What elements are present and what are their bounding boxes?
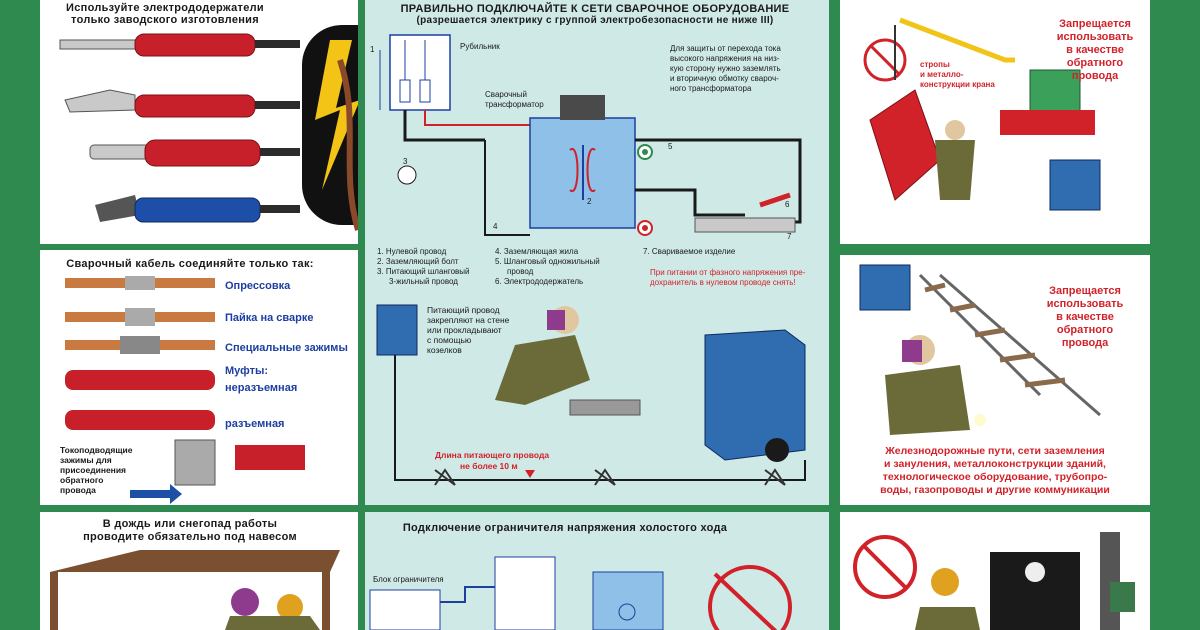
legend-8: 6. Электрододержатель: [495, 277, 584, 286]
rain-shelter-illustration: [50, 550, 340, 630]
rails-bottom-2: и зануления, металлоконструкции зданий,: [884, 458, 1106, 470]
note-4: и вторичную обмотку свароч-: [670, 74, 779, 83]
num-2: 2: [587, 197, 592, 206]
crane-label-1: стропы: [920, 60, 950, 69]
rails-bottom-1: Железнодорожные пути, сети заземления: [885, 445, 1105, 457]
note-3: кую сторону нужно заземлять: [670, 64, 781, 73]
num-7: 7: [787, 232, 792, 241]
cable-item-2: Пайка на сварке: [225, 312, 314, 324]
rails-warning-2: использовать: [1046, 298, 1124, 310]
rain-title-1: В дождь или снегопад работы: [102, 518, 278, 530]
wiring-title-1: ПРАВИЛЬНО ПОДКЛЮЧАЙТЕ К СЕТИ СВАРОЧНОЕ О…: [400, 3, 790, 15]
clamps-4: обратного: [60, 475, 104, 485]
limiter-title: Подключение ограничителя напряжения холо…: [402, 522, 728, 534]
wiring-diagram: [376, 34, 806, 486]
num-6: 6: [785, 200, 790, 209]
electrode-holders-illustration: [59, 25, 358, 231]
legend-5: 4. Заземляющая жила: [495, 247, 579, 256]
panel-electric-shock: [840, 512, 1150, 630]
cable-item-3: Специальные зажимы: [225, 342, 348, 354]
length-note-1: Длина питающего провода: [435, 450, 550, 460]
supply-note-5: козелков: [427, 345, 462, 355]
num-5: 5: [668, 142, 673, 151]
supply-note-4: с помощью: [427, 335, 472, 345]
supply-note-3: или прокладывают: [427, 325, 502, 335]
panel-rails: Запрещается использовать в качестве обра…: [840, 255, 1150, 505]
legend-3: 3. Питающий шланговый: [377, 267, 470, 276]
crane-warning-3: в качестве: [1066, 44, 1124, 56]
rails-illustration: [859, 264, 1101, 435]
panel-rain-shelter: В дождь или снегопад работы проводите об…: [40, 512, 358, 630]
clamps-5: провода: [60, 485, 96, 495]
note-5: ного трансформатора: [670, 84, 752, 93]
panel-limiter: Подключение ограничителя напряжения холо…: [365, 512, 829, 630]
note-1: Для защиты от перехода тока: [670, 44, 781, 53]
cable-item-5: неразъемная: [225, 382, 298, 394]
cable-title: Сварочный кабель соединяйте только так:: [66, 258, 314, 270]
clamps-1: Токоподводящие: [60, 445, 133, 455]
crane-warning-2: использовать: [1056, 31, 1134, 43]
note-2: высокого напряжения на низ-: [670, 54, 780, 63]
panel-wiring: ПРАВИЛЬНО ПОДКЛЮЧАЙТЕ К СЕТИ СВАРОЧНОЕ О…: [365, 0, 829, 505]
holders-title-1: Используйте электрододержатели: [66, 2, 264, 14]
crane-warning-5: провода: [1071, 70, 1119, 82]
transformer-label-2: трансформатор: [485, 100, 544, 109]
rails-warning-4: обратного: [1056, 324, 1114, 336]
legend-4: 3-жильный провод: [389, 277, 458, 286]
cable-item-1: Опрессовка: [225, 280, 291, 292]
legend-6: 5. Шланговый одножильный: [495, 257, 600, 266]
holders-title-2: только заводского изготовления: [71, 14, 259, 26]
limiter-illustration: [369, 556, 792, 630]
legend-2: 2. Заземляющий болт: [377, 257, 459, 266]
cable-item-4: Муфты:: [225, 365, 269, 377]
switch-label: Рубильник: [460, 42, 500, 51]
supply-note-1: Питающий провод: [427, 305, 500, 315]
rails-warning-3: в качестве: [1056, 311, 1114, 323]
panel-crane: Запрещается использовать в качестве обра…: [840, 0, 1150, 244]
supply-note-2: закрепляют на стене: [427, 315, 510, 325]
crane-label-3: конструкции крана: [920, 80, 995, 89]
cable-joints-illustration: [65, 276, 305, 504]
electric-shock-illustration: [853, 532, 1135, 630]
phase-note-2: дохранитель в нулевом проводе снять!: [650, 278, 796, 287]
wiring-title-2: (разрешается электрику с группой электро…: [416, 15, 774, 26]
clamps-3: присоединения: [60, 465, 126, 475]
num-4: 4: [493, 222, 498, 231]
panel-electrode-holders: Используйте электрододержатели только за…: [40, 0, 358, 244]
legend-1: 1. Нулевой провод: [377, 247, 447, 256]
legend-9: 7. Свариваемое изделие: [643, 247, 736, 256]
clamps-2: зажимы для: [60, 455, 112, 465]
legend-7: провод: [507, 267, 534, 276]
rails-warning-5: провода: [1061, 337, 1109, 349]
rails-warning-1: Запрещается: [1049, 285, 1121, 297]
phase-note-1: При питании от фазного напряжения пре-: [650, 268, 806, 277]
length-note-2: не более 10 м: [460, 461, 518, 471]
crane-warning-1: Запрещается: [1059, 18, 1131, 30]
transformer-label-1: Сварочный: [485, 90, 527, 99]
num-1: 1: [370, 45, 375, 54]
crane-warning-4: обратного: [1066, 57, 1124, 69]
crane-illustration: [863, 17, 1101, 211]
cable-item-6: разъемная: [225, 418, 285, 430]
rails-bottom-3: технологическое оборудование, трубопро-: [882, 471, 1108, 483]
rain-title-2: проводите обязательно под навесом: [83, 531, 297, 543]
panel-cable-joints: Сварочный кабель соединяйте только так: …: [40, 250, 358, 505]
rails-bottom-4: воды, газопроводы и другие коммуникации: [880, 484, 1110, 496]
num-3: 3: [403, 157, 408, 166]
limiter-block-label: Блок ограничителя: [373, 575, 444, 584]
crane-label-2: и металло-: [920, 70, 964, 79]
